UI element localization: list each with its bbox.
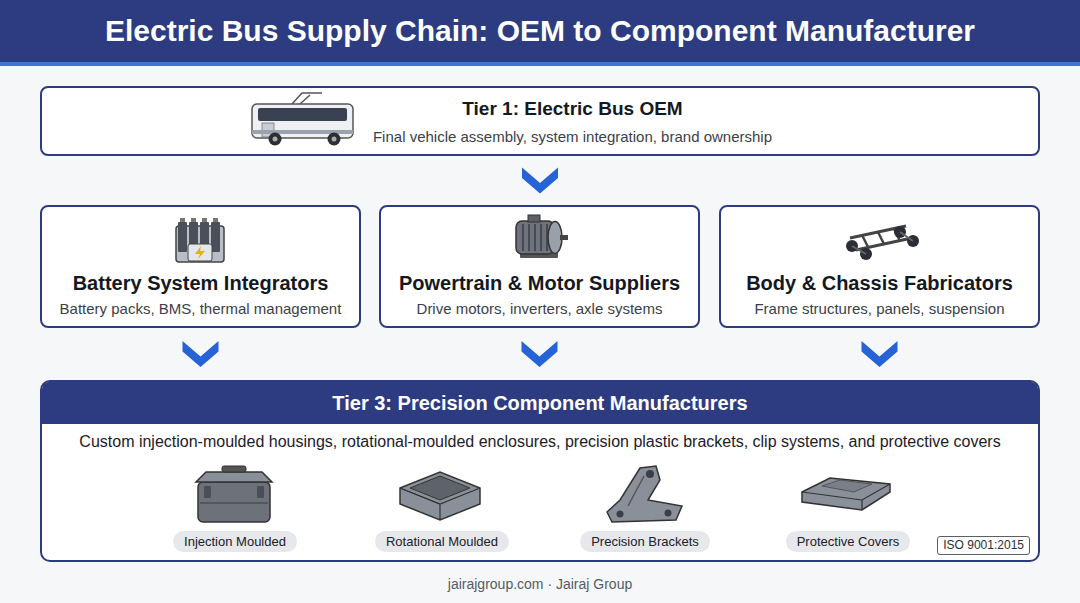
box-fills	[40, 86, 1040, 562]
motor-icon	[528, 215, 540, 222]
node-description: Frame structures, panels, suspension	[731, 299, 1028, 318]
category-pill: Injection Moulded	[173, 531, 297, 552]
enclosure-icon	[400, 472, 480, 520]
motor-icon	[523, 224, 547, 251]
node-heading: Protective Covers	[797, 533, 900, 550]
bus-icon	[252, 104, 353, 138]
node-description: Drive motors, inverters, axle systems	[391, 299, 688, 318]
bus-icon	[252, 130, 353, 134]
node-heading: Powertrain & Motor Suppliers	[391, 271, 688, 295]
flow-chevron	[862, 341, 898, 367]
motor-icon	[516, 215, 568, 258]
node-heading: Battery System Integrators	[52, 271, 349, 295]
box-fill	[40, 86, 1040, 156]
title-text: Electric Bus Supply Chain: OEM to Compon…	[105, 14, 975, 47]
chassis-icon	[846, 226, 919, 260]
cover-icon	[802, 478, 890, 510]
battery-icon	[195, 246, 205, 259]
enclosure-icon	[400, 488, 440, 504]
housing-icon	[204, 486, 211, 498]
box-fill	[719, 205, 1040, 328]
node-heading: Body & Chassis Fabricators	[731, 271, 1028, 295]
bus-icon	[328, 133, 341, 146]
bracket-icon	[628, 476, 644, 506]
footer-text: jairajgroup.com · Jairaj Group	[448, 576, 632, 592]
tier-box: Powertrain & Motor SuppliersDrive motors…	[379, 205, 700, 328]
box-fill	[40, 380, 1040, 562]
cover-icon	[802, 478, 890, 510]
housing-icon	[196, 466, 272, 522]
tier-box: Tier 1: Electric Bus OEM Final vehicle as…	[40, 86, 1040, 156]
title-stripe	[0, 62, 1080, 66]
node-heading: Rotational Moulded	[386, 533, 498, 550]
node-heading: Injection Moulded	[184, 533, 286, 550]
box-fill	[379, 205, 700, 328]
title-bar	[0, 0, 1080, 62]
bus-icon	[292, 93, 322, 104]
bus-icon	[252, 93, 353, 146]
bracket-icon	[607, 466, 682, 522]
bracket-icon	[607, 466, 682, 522]
bracket-icon	[646, 470, 654, 478]
category-pill: Precision Brackets	[580, 531, 710, 552]
cover-icon	[822, 480, 872, 492]
enclosure-icon	[410, 476, 470, 500]
category-pill: Rotational Moulded	[375, 531, 509, 552]
housing-icon	[200, 502, 268, 504]
node-description: Battery packs, BMS, thermal management	[52, 299, 349, 318]
bracket-icon	[665, 510, 672, 517]
chassis-icon	[850, 226, 912, 250]
housing-icon	[222, 466, 246, 472]
node-heading: Precision Brackets	[591, 533, 699, 550]
node-heading: ISO 9001:2015	[943, 538, 1024, 553]
node-heading: Tier 3: Precision Component Manufacturer…	[42, 382, 1038, 424]
node-description: Final vehicle assembly, system integrati…	[162, 127, 983, 146]
housing-icon	[257, 486, 264, 498]
battery-icon	[191, 218, 196, 222]
category-pill: Protective Covers	[786, 531, 911, 552]
bracket-icon	[617, 511, 624, 518]
tier-box: Body & Chassis FabricatorsFrame structur…	[719, 205, 1040, 328]
battery-icon	[188, 244, 212, 261]
flow-chevron	[183, 341, 219, 367]
footer-label: jairajgroup.com · Jairaj Group	[0, 576, 1080, 592]
battery-icon	[213, 218, 218, 222]
housing-icon	[196, 472, 272, 482]
flow-chevron	[522, 168, 558, 194]
flow-chevron	[522, 341, 558, 367]
battery-icon	[202, 218, 207, 222]
box-fill	[40, 205, 361, 328]
node-heading: Tier 1: Electric Bus OEM	[162, 97, 983, 121]
bus-icon	[269, 133, 282, 146]
bus-icon	[258, 108, 347, 121]
chassis-icon	[852, 232, 913, 254]
certification-badge: ISO 9001:2015	[937, 536, 1030, 555]
enclosure-icon	[400, 472, 480, 520]
diagram-title: Electric Bus Supply Chain: OEM to Compon…	[0, 0, 1080, 62]
battery-icon	[176, 218, 224, 262]
bus-icon	[273, 137, 278, 142]
battery-icon	[178, 222, 187, 252]
housing-icon	[198, 482, 270, 522]
node-description: Custom injection-moulded housings, rotat…	[62, 432, 1018, 452]
tier-box: Tier 3: Precision Component Manufacturer…	[40, 380, 1040, 562]
tier-box: Battery System IntegratorsBattery packs,…	[40, 205, 361, 328]
motor-icon	[560, 235, 568, 240]
motor-icon	[548, 222, 562, 254]
battery-icon	[180, 218, 185, 222]
bus-icon	[332, 137, 337, 142]
